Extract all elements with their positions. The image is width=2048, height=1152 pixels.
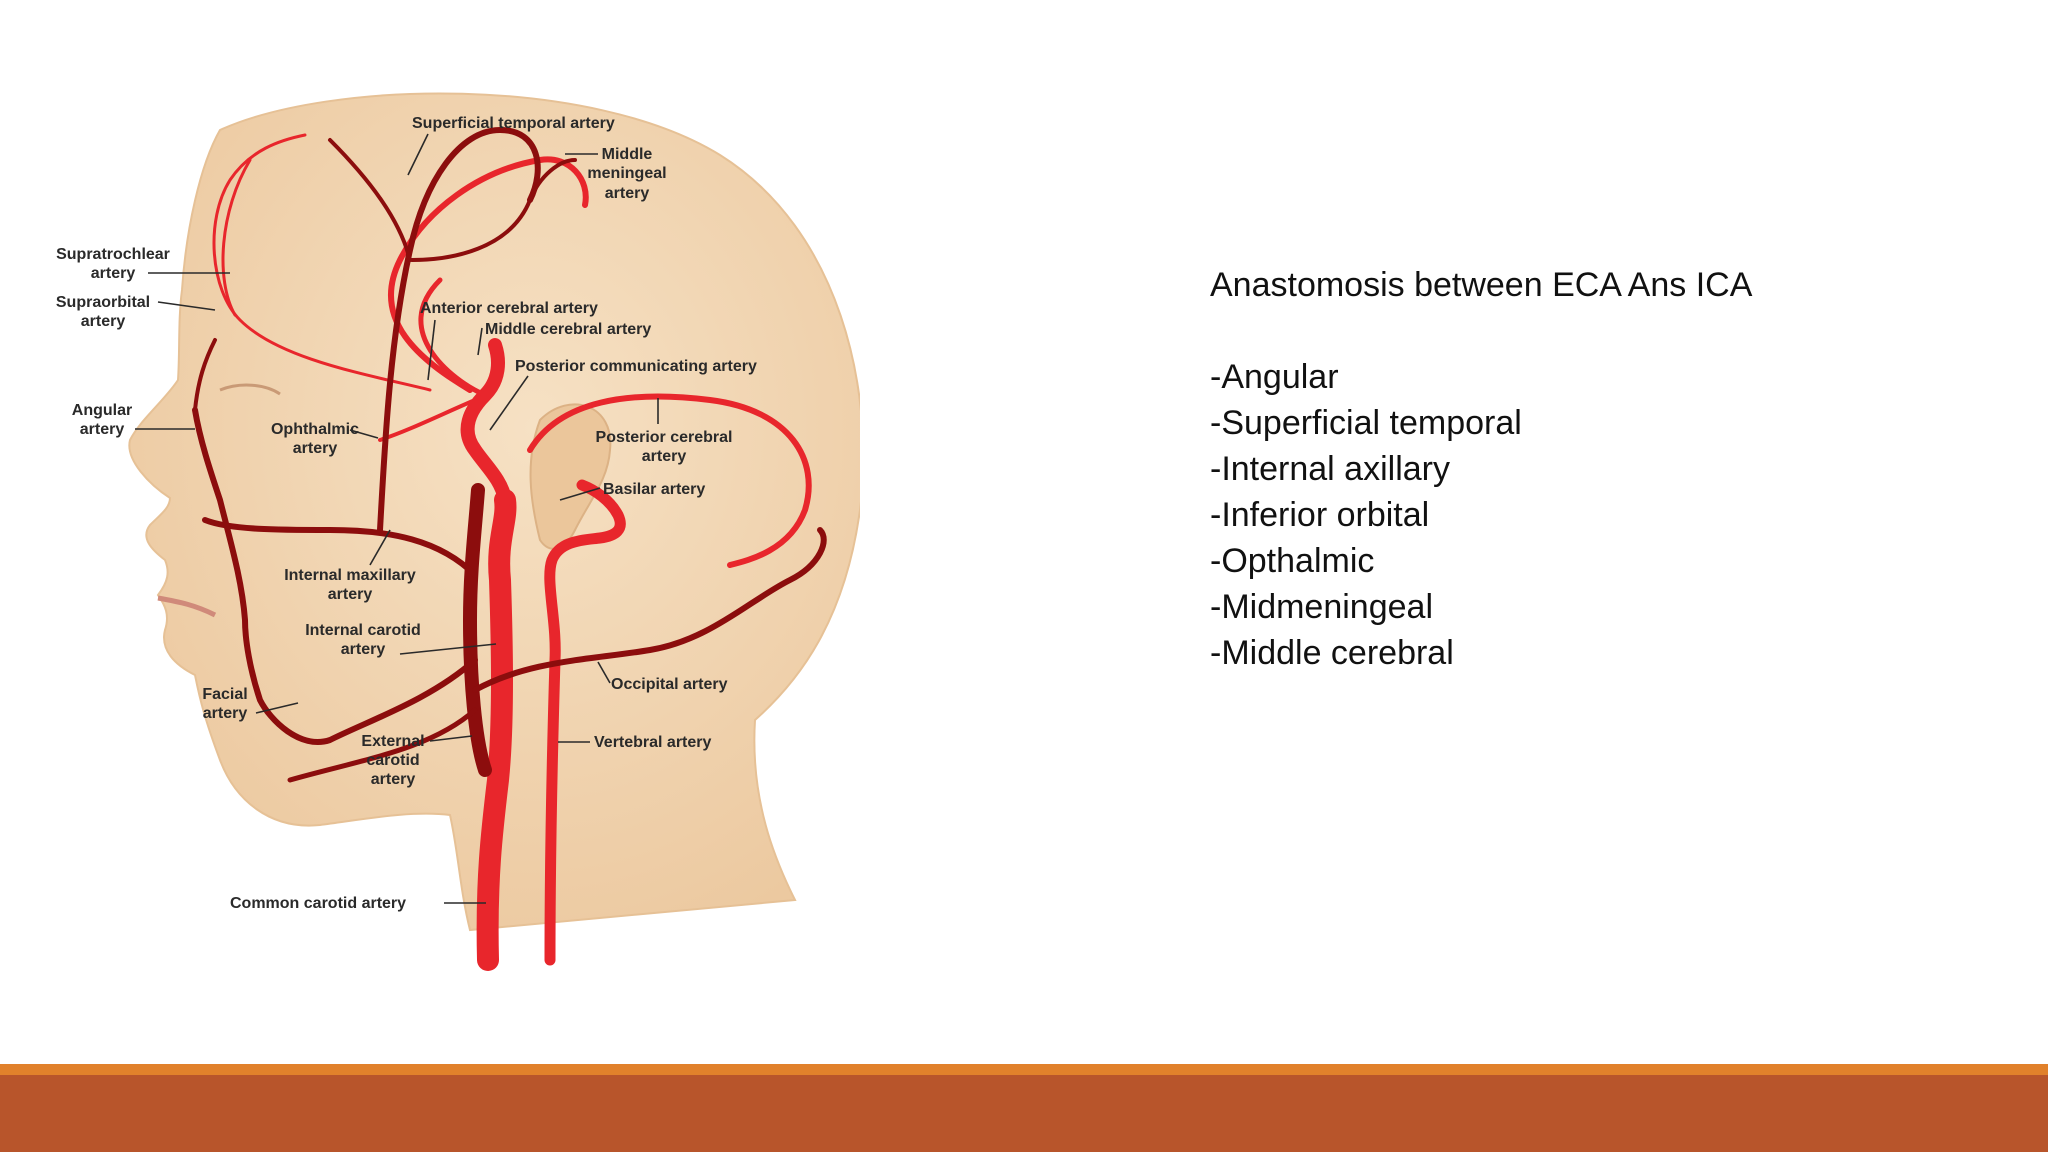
- angular-artery: [193, 338, 217, 412]
- svg-text:Internal carotid: Internal carotid: [305, 622, 421, 639]
- svg-text:artery: artery: [91, 265, 136, 282]
- label-middle-cerebral: Middle cerebral artery: [477, 321, 651, 356]
- svg-text:Occipital artery: Occipital artery: [611, 676, 728, 693]
- list-item: -Angular: [1210, 358, 1339, 396]
- footer-bar: [0, 1075, 2048, 1152]
- label-ophthalmic: Ophthalmic artery: [271, 421, 379, 457]
- svg-text:Supratrochlear: Supratrochlear: [56, 246, 170, 263]
- svg-text:Facial: Facial: [202, 686, 247, 703]
- svg-text:artery: artery: [203, 705, 248, 722]
- svg-text:Supraorbital: Supraorbital: [56, 294, 150, 311]
- occipital-artery: [472, 527, 827, 693]
- svg-text:artery: artery: [328, 586, 373, 603]
- svg-text:artery: artery: [642, 448, 687, 465]
- list-item: -Superficial temporal: [1210, 404, 1522, 442]
- label-basilar: Basilar artery: [559, 481, 705, 501]
- slide-heading: Anastomosis between ECA Ans ICA: [1210, 266, 1753, 304]
- middle-meningeal-artery: [410, 158, 577, 262]
- svg-text:meningeal: meningeal: [587, 165, 666, 182]
- svg-text:artery: artery: [293, 440, 338, 457]
- svg-text:Middle cerebral artery: Middle cerebral artery: [485, 321, 651, 338]
- superficial-temporal-branch: [328, 138, 412, 262]
- common-carotid-artery: [476, 489, 517, 971]
- label-vertebral: Vertebral artery: [558, 734, 712, 751]
- svg-text:Common carotid artery: Common carotid artery: [230, 895, 406, 912]
- svg-text:Middle: Middle: [602, 146, 653, 163]
- svg-text:Angular: Angular: [72, 402, 132, 419]
- svg-text:Anterior cerebral artery: Anterior cerebral artery: [420, 300, 598, 317]
- ophthalmic-artery: [378, 398, 477, 442]
- facial-artery: [192, 407, 478, 745]
- svg-text:Posterior communicating artery: Posterior communicating artery: [515, 358, 757, 375]
- lingual-branch: [287, 707, 478, 783]
- svg-text:artery: artery: [81, 313, 126, 330]
- svg-text:artery: artery: [371, 771, 416, 788]
- supraorbital-network: [212, 133, 432, 392]
- svg-text:External: External: [361, 733, 424, 750]
- label-internal-carotid: Internal carotid artery: [305, 622, 497, 658]
- vertebral-artery: [544, 479, 626, 966]
- external-carotid-artery: [463, 483, 492, 777]
- label-anterior-cerebral: Anterior cerebral artery: [420, 300, 598, 381]
- eye: [219, 383, 281, 396]
- footer-accent-stripe: [0, 1064, 2048, 1075]
- label-middle-meningeal: Middle meningeal artery: [565, 146, 667, 202]
- svg-text:carotid: carotid: [366, 752, 419, 769]
- label-supratrochlear: Supratrochlear artery: [56, 246, 230, 282]
- lips: [157, 595, 217, 618]
- label-superficial-temporal: Superficial temporal artery: [407, 115, 615, 176]
- svg-text:Internal maxillary: Internal maxillary: [284, 567, 416, 584]
- label-supraorbital: Supraorbital artery: [56, 294, 216, 330]
- list-item: -Midmeningeal: [1210, 588, 1433, 626]
- svg-text:Superficial temporal artery: Superficial temporal artery: [412, 115, 615, 132]
- label-external-carotid: External carotid artery: [361, 733, 473, 788]
- svg-text:Ophthalmic: Ophthalmic: [271, 421, 359, 438]
- posterior-cerebral-artery: [527, 393, 812, 568]
- ear: [529, 403, 612, 550]
- svg-text:artery: artery: [80, 421, 125, 438]
- internal-carotid-artery: [460, 338, 512, 507]
- anastomosis-list: -Angular -Superficial temporal -Internal…: [1210, 354, 1990, 676]
- svg-text:Posterior cerebral: Posterior cerebral: [596, 429, 733, 446]
- list-item: -Internal axillary: [1210, 450, 1450, 488]
- head-arteries-illustration: Superficial temporal artery Middle menin…: [56, 92, 860, 971]
- label-common-carotid: Common carotid artery: [230, 895, 486, 912]
- label-posterior-communicating: Posterior communicating artery: [489, 358, 757, 431]
- list-item: -Inferior orbital: [1210, 496, 1430, 534]
- svg-text:artery: artery: [341, 641, 386, 658]
- head-arteries-diagram: Superficial temporal artery Middle menin…: [30, 60, 860, 990]
- svg-text:Basilar artery: Basilar artery: [603, 481, 705, 498]
- anastomosis-text: Anastomosis between ECA Ans ICA -Angular…: [1210, 262, 1990, 676]
- svg-text:Vertebral artery: Vertebral artery: [594, 734, 712, 751]
- label-occipital: Occipital artery: [597, 661, 728, 693]
- anterior-cerebral-artery: [387, 156, 589, 393]
- label-facial: Facial artery: [202, 686, 299, 722]
- list-item: -Opthalmic: [1210, 542, 1375, 580]
- label-internal-maxillary: Internal maxillary artery: [284, 529, 416, 603]
- supratrochlear-network: [221, 158, 252, 317]
- label-angular: Angular artery: [72, 402, 195, 438]
- svg-text:artery: artery: [605, 185, 650, 202]
- list-item: -Middle cerebral: [1210, 634, 1454, 672]
- internal-maxillary-artery: [202, 517, 478, 578]
- superficial-temporal-artery: [377, 127, 541, 533]
- label-posterior-cerebral: Posterior cerebral artery: [596, 398, 733, 465]
